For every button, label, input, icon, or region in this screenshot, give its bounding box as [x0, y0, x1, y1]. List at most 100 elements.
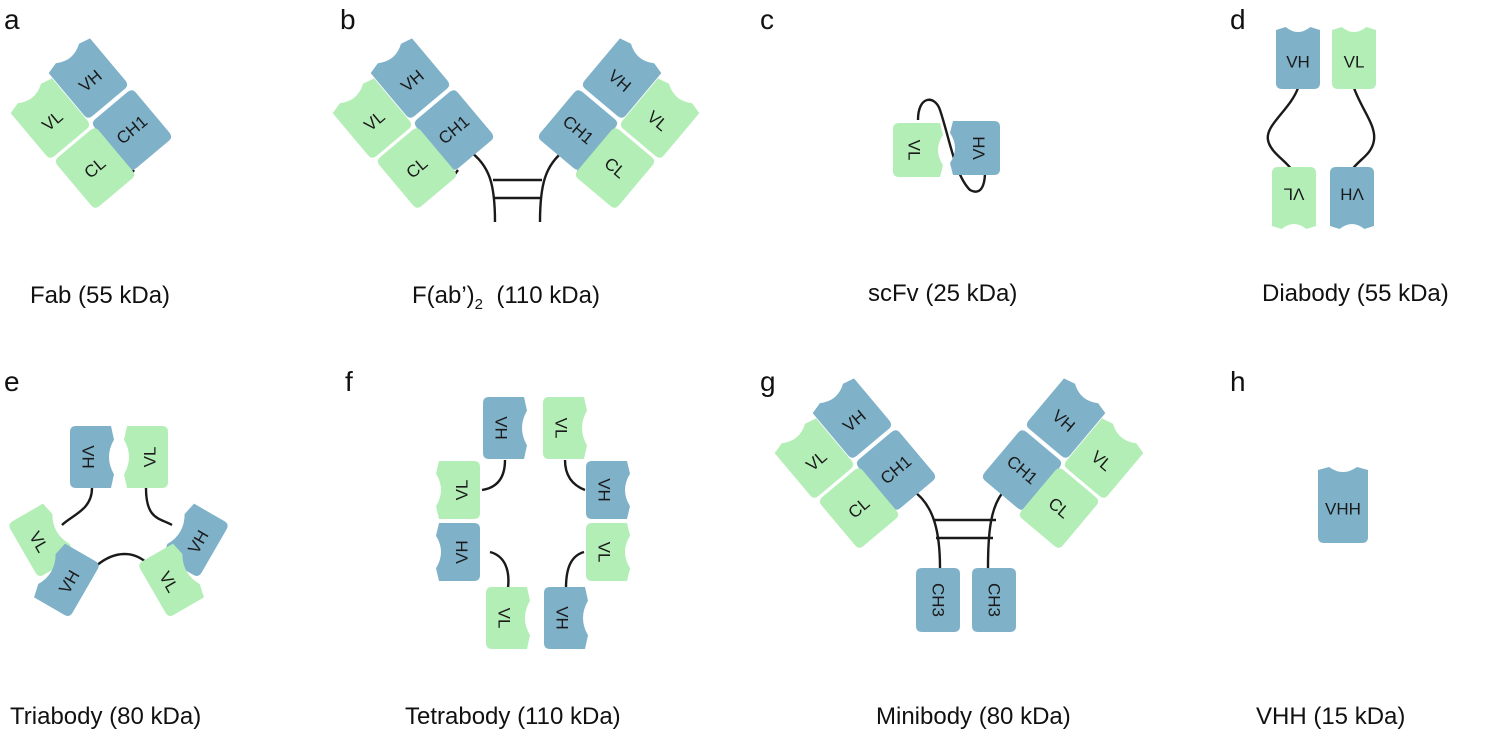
- tetrabody-vl-bottom-shape: [486, 587, 530, 649]
- panel-letter-a: a: [4, 4, 20, 35]
- minibody-ch3-left-shape: [916, 568, 960, 632]
- panel-letter-d: d: [1230, 4, 1246, 35]
- minibody-left-vl: VL: [774, 418, 854, 498]
- caption-minibody: Minibody (80 kDa): [876, 703, 1071, 730]
- minibody-ch3-right-shape: [972, 568, 1016, 632]
- tetrabody-vl-right: VL: [586, 523, 630, 581]
- hinge-right-fab2: [538, 149, 566, 223]
- tetrabody-vh-bottom: VH: [544, 587, 588, 649]
- fab2-right-vl-shape: [620, 78, 700, 158]
- fab2-left-ch1: CH1: [414, 90, 494, 170]
- fab-ch1-shape: [92, 90, 172, 170]
- caption-fab2-sub: 2: [474, 295, 484, 313]
- linker-tetrabody-3: [489, 550, 510, 589]
- minibody-left-ch1: CH1: [856, 430, 936, 510]
- fab2-right-vh-shape: [582, 38, 662, 118]
- minibody-right-ch1-shape: [982, 430, 1062, 510]
- minibody-right-vh: VH: [1026, 378, 1106, 458]
- fab2-right-vl: VL: [620, 78, 700, 158]
- fab2-right-ch1-shape: [538, 90, 618, 170]
- scfv-vh-label: VH: [970, 136, 989, 160]
- fab2-right-cl-shape: [575, 128, 655, 208]
- diabody-vl-top-label: VL: [1344, 53, 1365, 72]
- minibody-left-cl-shape: [819, 468, 899, 548]
- panel-letter-b: b: [340, 4, 356, 35]
- linker-scfv: [916, 98, 987, 193]
- tetrabody-vh-right-label: VH: [595, 478, 614, 502]
- caption-fab2: F(ab’)2 (110 kDa): [412, 282, 600, 313]
- panel-letter-h: h: [1230, 366, 1246, 397]
- triabody-vl-top: VL: [124, 426, 168, 488]
- vhh-domain: VHH: [1318, 467, 1368, 543]
- diabody-vl-bottom-label: VL: [1284, 185, 1305, 204]
- triabody-vl-bottom: VL: [139, 543, 204, 616]
- tetrabody-vh-left: VH: [436, 523, 480, 581]
- panel-letter-c: c: [760, 4, 774, 35]
- minibody-left-ch1-shape: [856, 430, 936, 510]
- fab2-right-vh: VH: [582, 38, 662, 118]
- diabody-vh-top: VH: [1276, 27, 1320, 89]
- scfv-vl-shape: [893, 123, 943, 177]
- tetrabody-vh-left-shape: [436, 523, 480, 581]
- triabody-vh-top-label: VH: [79, 445, 98, 469]
- tetrabody-vl-left-shape: [436, 461, 480, 519]
- minibody-right-vh-shape: [1026, 378, 1106, 458]
- caption-diabody: Diabody (55 kDa): [1262, 280, 1449, 307]
- linker-diabody-right: [1350, 87, 1376, 171]
- triabody-vh-bottom: VH: [34, 543, 99, 616]
- tetrabody-vh-top-shape: [483, 397, 527, 459]
- linker-triabody-1: [61, 487, 94, 526]
- tetrabody-vl-bottom: VL: [486, 587, 530, 649]
- fab-cl-shape: [55, 128, 135, 208]
- diabody-vl-bottom: VL: [1272, 167, 1316, 229]
- tetrabody-vh-top: VH: [483, 397, 527, 459]
- minibody-left-cl: CL: [819, 468, 899, 548]
- tetrabody-vl-left-label: VL: [453, 480, 472, 501]
- scfv-vh-shape: [950, 121, 1000, 175]
- caption-fab2-main: F(ab’): [412, 282, 475, 309]
- tetrabody-vl-left: VL: [436, 461, 480, 519]
- caption-scfv: scFv (25 kDa): [868, 280, 1018, 307]
- fab2-left-vl-shape: [332, 78, 412, 158]
- scfv-vl: VL: [893, 123, 943, 177]
- fab2-left-cl-shape: [377, 128, 457, 208]
- diabody-vh-bottom-shape: [1330, 167, 1374, 229]
- minibody-ch3-left: CH3: [916, 568, 960, 632]
- minibody-left-vh: VH: [812, 378, 892, 458]
- panel-letter-f: f: [345, 366, 353, 397]
- vhh-domain-shape: [1318, 467, 1368, 543]
- triabody-vl-top-shape: [124, 426, 168, 488]
- fab2-left-vh-shape: [370, 38, 450, 118]
- fab2-right-cl: CL: [575, 128, 655, 208]
- fab2-left-vh: VH: [370, 38, 450, 118]
- fab-cl: CL: [55, 128, 135, 208]
- minibody-ch3-left-label: CH3: [929, 583, 948, 617]
- diabody-vh-top-label: VH: [1286, 53, 1310, 72]
- linker-tetrabody-4: [564, 550, 585, 589]
- triabody-vl-bottom-shape: [139, 543, 204, 616]
- tetrabody-vl-top: VL: [543, 397, 587, 459]
- minibody-left-vh-shape: [812, 378, 892, 458]
- diabody-vh-bottom: VH: [1330, 167, 1374, 229]
- hinge-left-fab2: [467, 149, 497, 223]
- fab-vl-shape: [10, 78, 90, 158]
- tetrabody-vl-right-label: VL: [595, 542, 614, 563]
- tetrabody-vl-right-shape: [586, 523, 630, 581]
- fab2-left-ch1-shape: [414, 90, 494, 170]
- tetrabody-vl-top-label: VL: [552, 418, 571, 439]
- triabody-vh-top: VH: [70, 426, 114, 488]
- triabody-vl-top-label: VL: [141, 447, 160, 468]
- linkers: [61, 87, 1376, 589]
- caption-triabody: Triabody (80 kDa): [10, 703, 202, 730]
- minibody-left-vl-shape: [774, 418, 854, 498]
- fab2-right-ch1: CH1: [538, 90, 618, 170]
- fab2-left-cl: CL: [377, 128, 457, 208]
- diabody-vh-bottom-label: VH: [1340, 185, 1364, 204]
- diabody-vl-bottom-shape: [1272, 167, 1316, 229]
- caption-fab2-tail: (110 kDa): [483, 282, 600, 309]
- fab2-left-vl: VL: [332, 78, 412, 158]
- minibody-right-vl-shape: [1064, 418, 1144, 498]
- minibody-ch3-right-label: CH3: [985, 583, 1004, 617]
